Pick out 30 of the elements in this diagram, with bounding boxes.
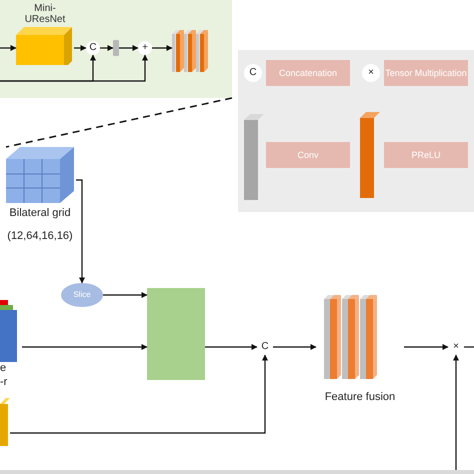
arrow xyxy=(0,54,148,82)
legend-label: Conv xyxy=(266,142,350,168)
block-label: -r xyxy=(0,376,8,388)
arrow xyxy=(152,45,172,51)
feature-block xyxy=(147,288,205,380)
arrow xyxy=(103,292,148,298)
layer-bar xyxy=(113,40,119,56)
block-label: Bilateral grid xyxy=(9,206,71,221)
arrow xyxy=(0,45,16,51)
block-label: Mini-UResNet xyxy=(24,3,66,25)
arrow xyxy=(76,179,85,284)
arrow xyxy=(10,354,268,434)
legend-label: Tensor Multiplication xyxy=(384,60,468,86)
legend-label: PReLU xyxy=(384,142,468,168)
block-label: e xyxy=(0,362,6,374)
zoom-guide-line xyxy=(6,97,232,148)
arrow xyxy=(74,45,86,51)
block-label: Feature fusion xyxy=(324,390,396,405)
arrow xyxy=(404,344,448,350)
arrow xyxy=(453,354,459,470)
legend-label: Concatenation xyxy=(266,60,350,86)
zoom-panel xyxy=(0,0,232,98)
arrow xyxy=(22,344,148,350)
arrow xyxy=(205,344,258,350)
dimension-label: (12,64,16,16) xyxy=(7,228,73,244)
slice-ellipse: Slice xyxy=(61,283,103,307)
arrow xyxy=(273,344,316,350)
arrow xyxy=(100,45,114,51)
cube-icon xyxy=(0,398,10,446)
arrow xyxy=(119,45,138,51)
